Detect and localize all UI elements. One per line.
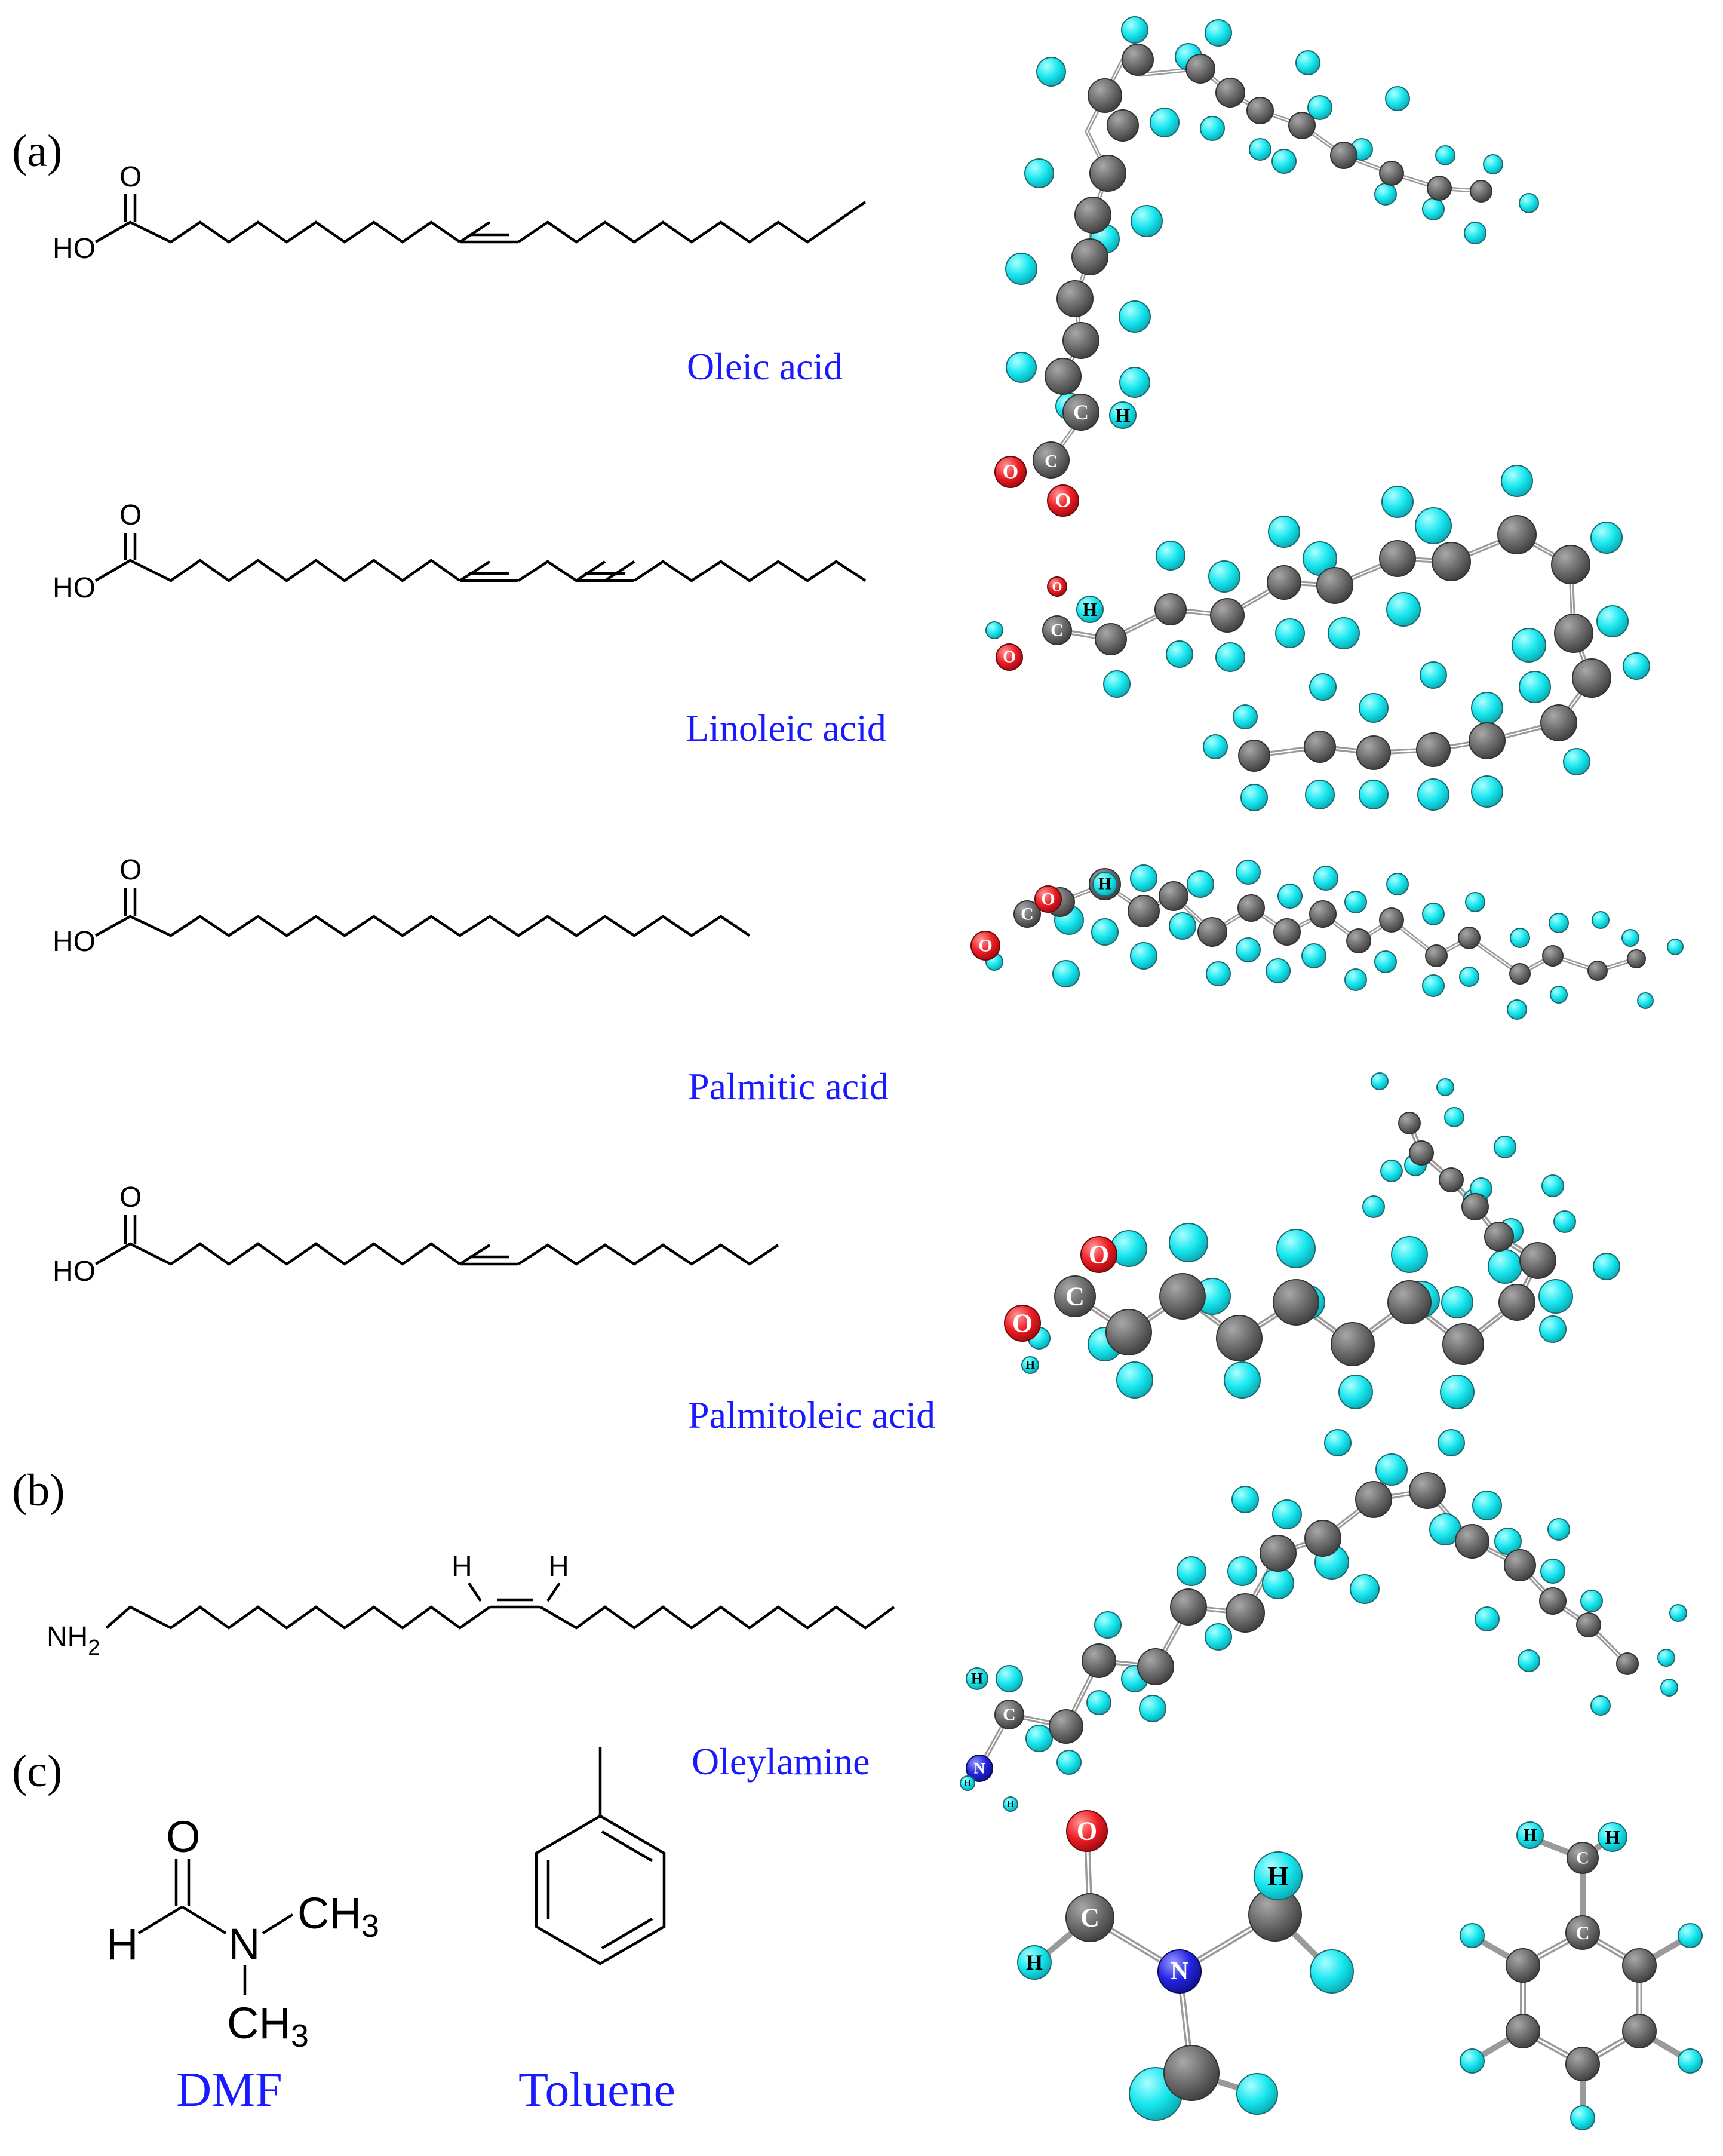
ball-label-o2-palmitic: O (978, 936, 992, 956)
ball-label-h2-toluene: H (1605, 1826, 1620, 1848)
skeletal-oleic-acid: O HO (53, 161, 867, 265)
atom-o-linoleic: O (119, 499, 142, 531)
atom-h-left-oleylamine: H (452, 1551, 472, 1583)
atom-ch3-top-dmf: CH3 (297, 1888, 379, 1944)
ball-label-n-oleylamine: N (974, 1760, 985, 1777)
name-oleic-acid: Oleic acid (687, 345, 843, 388)
skeletal-toluene (535, 1747, 666, 1965)
ball-label-o2-linoleic: O (1003, 648, 1016, 667)
atom-n-dmf: N (228, 1919, 260, 1969)
atom-h-dmf: H (106, 1919, 138, 1969)
ball-label-h1-oleylamine: H (971, 1670, 983, 1688)
name-palmitoleic-acid: Palmitoleic acid (688, 1394, 935, 1436)
skeletal-dmf: O H N CH3 CH3 (106, 1812, 379, 2054)
ball-label-o2-oleic: O (1055, 490, 1071, 512)
atom-o-palmitoleic: O (119, 1182, 142, 1213)
ball-label-h-methyl-dmf: H (1267, 1861, 1289, 1891)
atom-ho-linoleic: HO (53, 572, 96, 604)
ball-label-c-palmitoleic: C (1065, 1282, 1085, 1311)
ballstick-palmitoleic-acid: C O O H (1004, 1072, 1620, 1409)
ballstick-oleylamine: C H N H H (960, 1429, 1687, 1812)
ballstick-dmf: H O C H N (1017, 1810, 1354, 2121)
ball-label-c-ring-toluene: C (1575, 1922, 1589, 1943)
atom-nh2-oleylamine: NH2 (47, 1621, 100, 1660)
atom-ch3-bottom-dmf: CH3 (227, 1998, 309, 2054)
ball-label-o1-linoleic: O (1052, 579, 1062, 594)
ball-label-c-oleic: C (1073, 400, 1089, 424)
ball-label-h2-oleylamine: H (964, 1778, 972, 1789)
ball-label-o1-palmitic: O (1041, 890, 1055, 909)
ball-label-h-oleic: H (1116, 404, 1131, 426)
atom-o-palmitic: O (119, 854, 142, 886)
name-oleylamine: Oleylamine (692, 1740, 870, 1783)
ball-label-o-dmf: O (1077, 1817, 1097, 1846)
ball-label-o1-oleic: O (1003, 461, 1018, 483)
atom-o-oleic: O (119, 161, 142, 193)
atom-o-dmf: O (166, 1812, 201, 1861)
panel-label-a: (a) (12, 126, 62, 176)
ballstick-palmitic-acid: C O O H (970, 860, 1684, 1020)
skeletal-linoleic-acid: O HO (53, 499, 867, 604)
ball-label-h-linoleic: H (1083, 599, 1098, 620)
ballstick-oleic-acid: C H O O C (994, 16, 1539, 517)
atom-ho-palmitoleic: HO (53, 1256, 96, 1287)
ball-label-c-dmf: C (1080, 1903, 1099, 1933)
ball-label-h-formyl-dmf: H (1026, 1950, 1043, 1974)
ball-label-h1-toluene: H (1523, 1826, 1537, 1845)
name-palmitic-acid: Palmitic acid (688, 1065, 889, 1108)
skeletal-palmitoleic-acid: O HO (53, 1182, 779, 1287)
ball-label-c2-oleic: C (1045, 452, 1058, 471)
ball-label-n-dmf: N (1171, 1958, 1188, 1985)
name-dmf: DMF (176, 2062, 282, 2117)
ball-label-o1-palmitoleic: O (1089, 1240, 1109, 1269)
atom-h-right-oleylamine: H (548, 1551, 569, 1583)
ball-label-c-linoleic: C (1051, 621, 1064, 640)
atom-ho-palmitic: HO (53, 926, 96, 958)
panel-label-c: (c) (12, 1746, 62, 1796)
ball-label-h-palmitoleic: H (1025, 1358, 1035, 1372)
skeletal-palmitic-acid: O HO (53, 854, 751, 958)
skeletal-oleylamine: H H NH2 (47, 1551, 895, 1660)
panel-label-b: (b) (12, 1465, 65, 1516)
atom-ho-oleic: HO (53, 233, 96, 265)
name-toluene: Toluene (518, 2062, 675, 2117)
ballstick-linoleic-acid: H C O O (985, 465, 1650, 811)
ball-label-c-oleylamine: C (1003, 1705, 1016, 1725)
ball-label-h-palmitic: H (1098, 875, 1111, 894)
ball-label-h3-oleylamine: H (1007, 1799, 1015, 1810)
ballstick-toluene: C C H H (1460, 1821, 1703, 2130)
name-linoleic-acid: Linoleic acid (686, 707, 886, 749)
ball-label-c-palmitic: C (1021, 904, 1034, 924)
ball-label-o2-palmitoleic: O (1012, 1309, 1033, 1338)
ball-label-c-methyl-toluene: C (1576, 1848, 1589, 1868)
